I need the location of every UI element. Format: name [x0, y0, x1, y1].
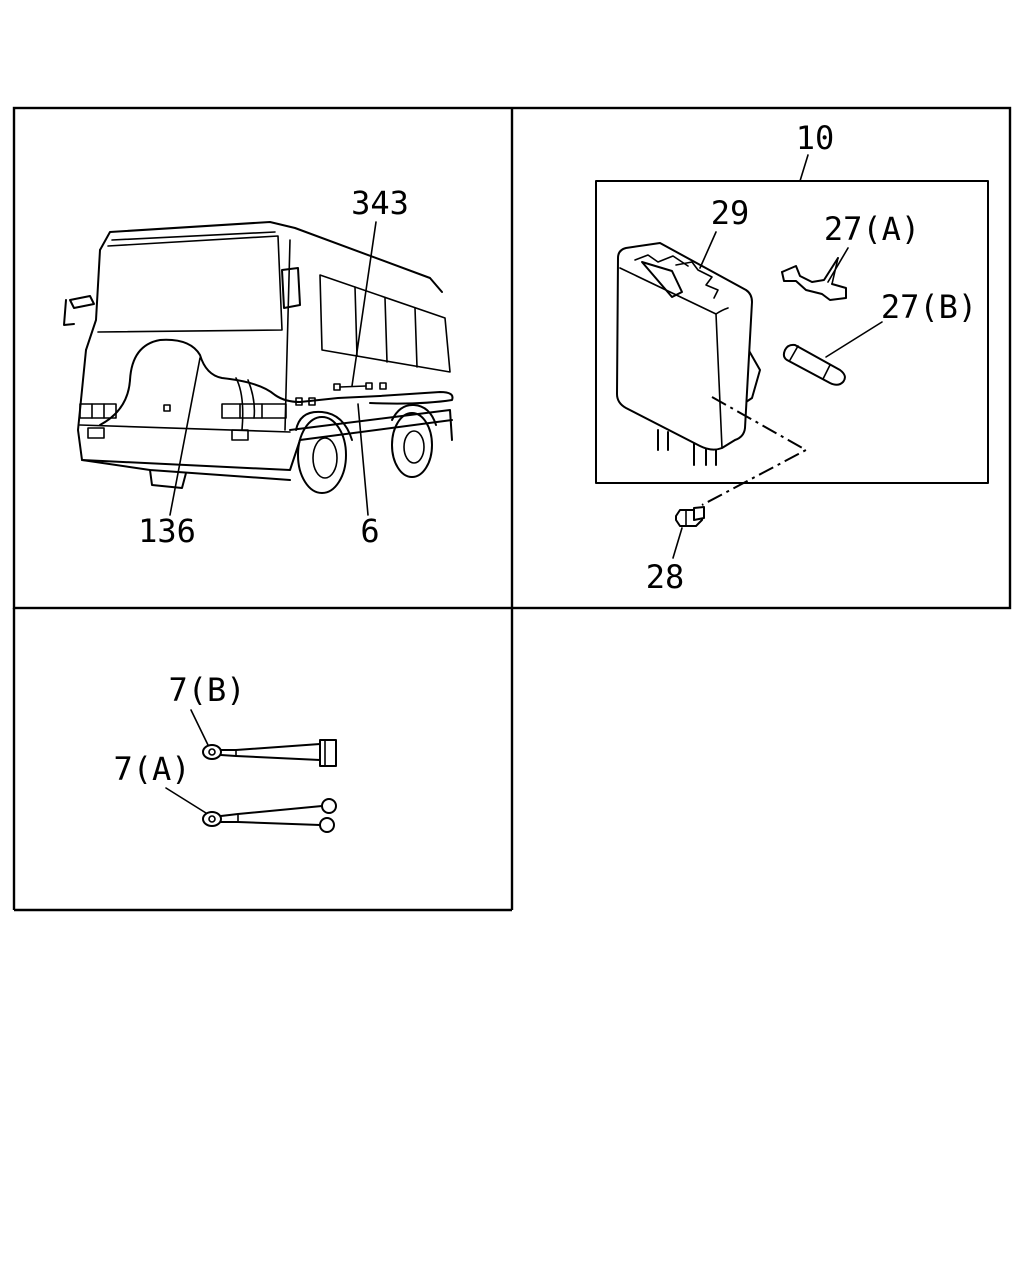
- callout-6: 6: [360, 512, 379, 550]
- spare-fuse: [782, 343, 846, 386]
- callout-7b: 7(B): [168, 671, 245, 709]
- leader-lines-panel1: [169, 221, 377, 516]
- callout-29: 29: [711, 194, 750, 232]
- callout-7a: 7(A): [113, 750, 190, 788]
- cable-7a: [202, 798, 337, 833]
- callout-28: 28: [646, 558, 685, 596]
- panel-frames: [12, 106, 1012, 912]
- callout-136: 136: [138, 512, 196, 550]
- callout-343: 343: [351, 184, 409, 222]
- cable-7b: [202, 739, 337, 767]
- callout-10: 10: [796, 119, 835, 157]
- screw-part: [675, 506, 705, 527]
- kit-box-frame: [595, 154, 989, 484]
- leader-lines-panel2: [672, 231, 883, 559]
- callout-27a: 27(A): [824, 210, 920, 248]
- bus-illustration: [63, 221, 454, 494]
- wrench-tool: [781, 257, 847, 301]
- callout-27b: 27(B): [881, 288, 977, 326]
- fuse-box-illustration: [616, 242, 761, 466]
- leader-lines-panel3: [165, 709, 209, 814]
